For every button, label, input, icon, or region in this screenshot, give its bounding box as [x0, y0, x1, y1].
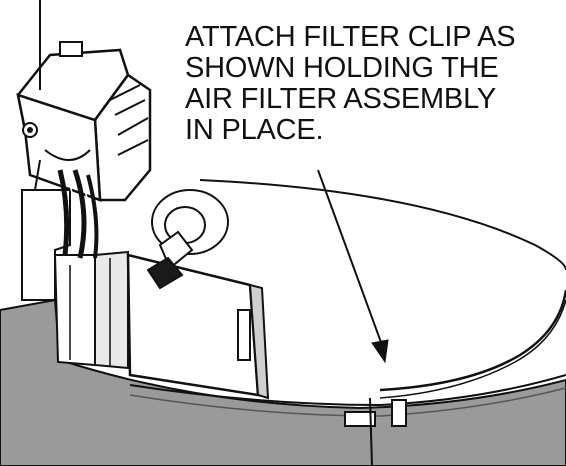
channel-front	[53, 254, 96, 367]
caption-line-2: SHOWN HOLDING THE	[185, 52, 499, 84]
air-filter-panel-edge	[248, 283, 270, 400]
band-top-edge	[129, 374, 566, 407]
caption-line-1: ATTACH FILTER CLIP AS	[185, 21, 516, 53]
pointer-arrowhead	[371, 339, 389, 364]
caption-line-3: AIR FILTER ASSEMBLY	[185, 83, 496, 115]
heater-side-outline	[379, 289, 566, 392]
channel-side	[94, 250, 129, 370]
heater-side-inner	[379, 299, 566, 399]
heater-top-outline	[199, 179, 566, 271]
band-lower-curve	[129, 387, 566, 417]
caption-line-4: IN PLACE.	[185, 114, 324, 146]
gas-control-valve	[16, 0, 152, 202]
instruction-caption: ATTACH FILTER CLIP AS SHOWN HOLDING THE …	[185, 22, 565, 146]
port-knob	[146, 256, 184, 290]
filter-clip	[344, 397, 407, 466]
wire-bundle	[57, 169, 99, 259]
pointer-line	[317, 169, 383, 346]
heater-base-band	[0, 298, 566, 466]
